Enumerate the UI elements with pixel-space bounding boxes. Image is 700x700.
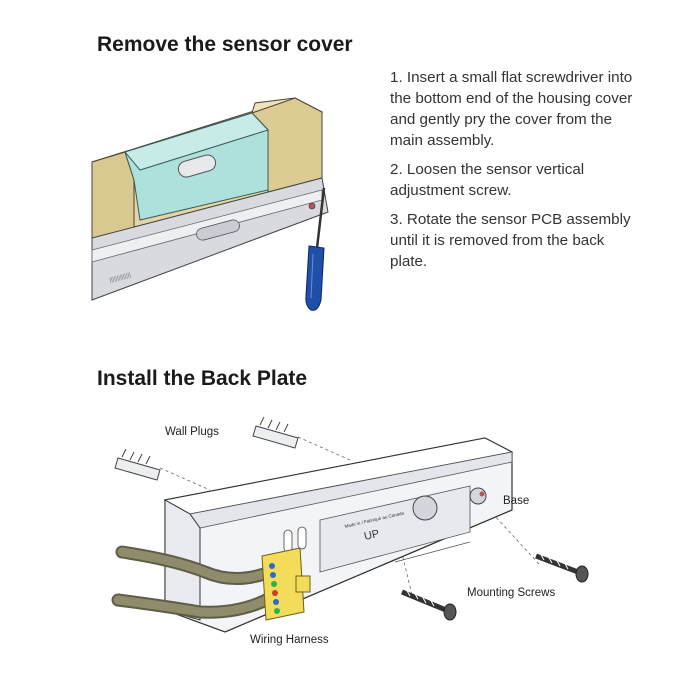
- step-2: 2. Loosen the sensor vertical adjustment…: [390, 161, 585, 199]
- svg-text:||||||||||||||: ||||||||||||||: [109, 272, 132, 284]
- section-title-install-back-plate: Install the Back Plate: [97, 367, 308, 390]
- step-3: 3. Rotate the sensor PCB assembly until …: [390, 211, 631, 270]
- embossed-up: UP: [363, 528, 381, 543]
- callout-base: Base: [503, 495, 529, 507]
- wall-plug-right: [252, 416, 299, 449]
- mounting-screw-upper: [535, 552, 589, 583]
- callout-wall-plugs: Wall Plugs: [165, 426, 219, 438]
- back-plate-body: [163, 437, 514, 633]
- callout-mounting-screws: Mounting Screws: [467, 587, 555, 599]
- mounting-screw-lower: [401, 588, 457, 621]
- terminal-connector: [261, 547, 311, 621]
- wall-plug-left: [114, 448, 161, 481]
- callout-wiring-harness: Wiring Harness: [250, 634, 329, 646]
- section-title-remove-cover: Remove the sensor cover: [97, 33, 353, 56]
- instruction-steps: 1. Insert a small flat screwdriver into …: [390, 67, 640, 280]
- sensor-lens-window: [124, 112, 269, 221]
- wiring-harness-cables: [111, 545, 277, 619]
- screwdriver: [305, 187, 326, 311]
- step-1: 1. Insert a small flat screwdriver into …: [390, 69, 633, 149]
